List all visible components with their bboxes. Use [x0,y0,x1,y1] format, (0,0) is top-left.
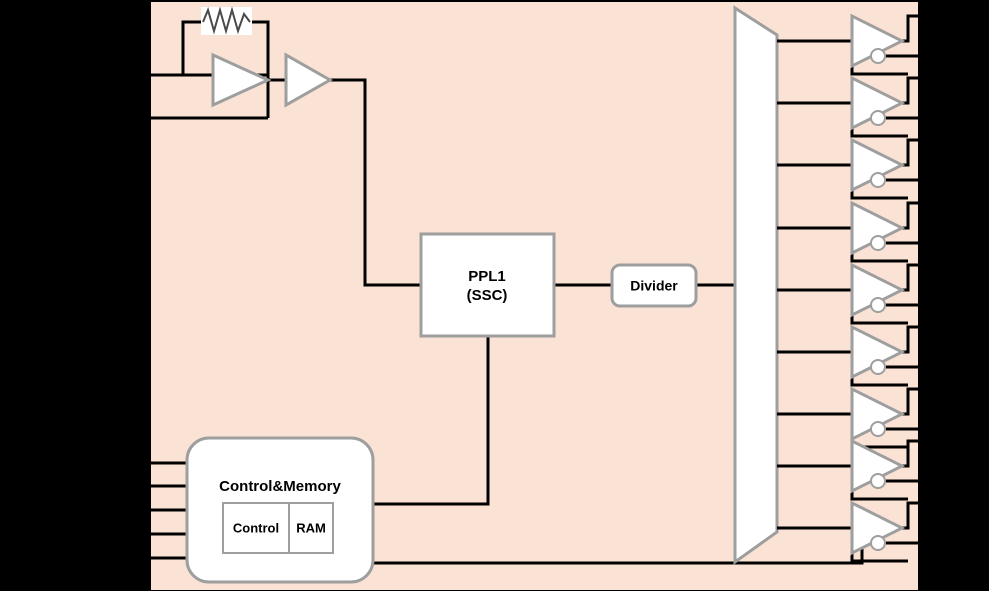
pll-block[interactable]: PPL1 (SSC) [419,232,556,338]
inverting-bubble-icon-8 [870,473,886,489]
wire-control-enable-bus [373,548,864,565]
wire-feedback-top [181,20,203,75]
output-buffer-8[interactable] [777,438,918,501]
output-buffer-2[interactable] [777,75,918,138]
inverting-bubble-icon-9 [870,535,886,551]
output-buffer-9[interactable] [777,500,918,563]
oscillator-buffer[interactable] [284,52,334,108]
ram-subblock-body [288,502,334,554]
ram-subblock-label: RAM [296,520,326,535]
inverting-bubble-icon-1 [870,48,886,64]
output-buffer-3[interactable] [777,137,918,200]
inverting-bubble-icon-3 [870,172,886,188]
divider-block-body [610,263,698,308]
control-subblock-label: Control [233,520,279,535]
output-buffer-6[interactable] [777,324,918,387]
control-memory-label: Control&Memory [219,478,341,495]
output-buffer-bank [777,13,918,563]
output-buffer-4[interactable] [777,200,918,263]
inverting-bubble-icon-6 [870,359,886,375]
pll-block-body [419,232,556,338]
control-memory-block[interactable]: Control&Memory Control RAM [185,436,375,584]
divider-block[interactable]: Divider [610,263,698,308]
inverting-bubble-icon-4 [870,235,886,251]
divider-label: Divider [630,278,678,294]
pll-label-line1: PPL1 [468,268,506,285]
fanout-mux[interactable] [733,5,779,565]
resistor-zigzag-icon [202,6,251,35]
wire-feedback-right [250,20,270,118]
pll-label-line2: (SSC) [467,287,508,304]
wire-pll-to-control [373,336,490,506]
oscillator-amplifiers [211,52,334,108]
oscillator-inverter[interactable] [211,52,272,108]
inverting-bubble-icon-2 [870,110,886,126]
inverting-bubble-icon-5 [870,297,886,313]
output-buffer-5[interactable] [777,262,918,325]
wire-layer [151,20,864,565]
inverting-bubble-icon-7 [870,421,886,437]
output-buffer-1[interactable] [777,13,918,76]
wire-osc2-to-pll [330,78,421,287]
feedback-resistor[interactable] [201,6,252,35]
